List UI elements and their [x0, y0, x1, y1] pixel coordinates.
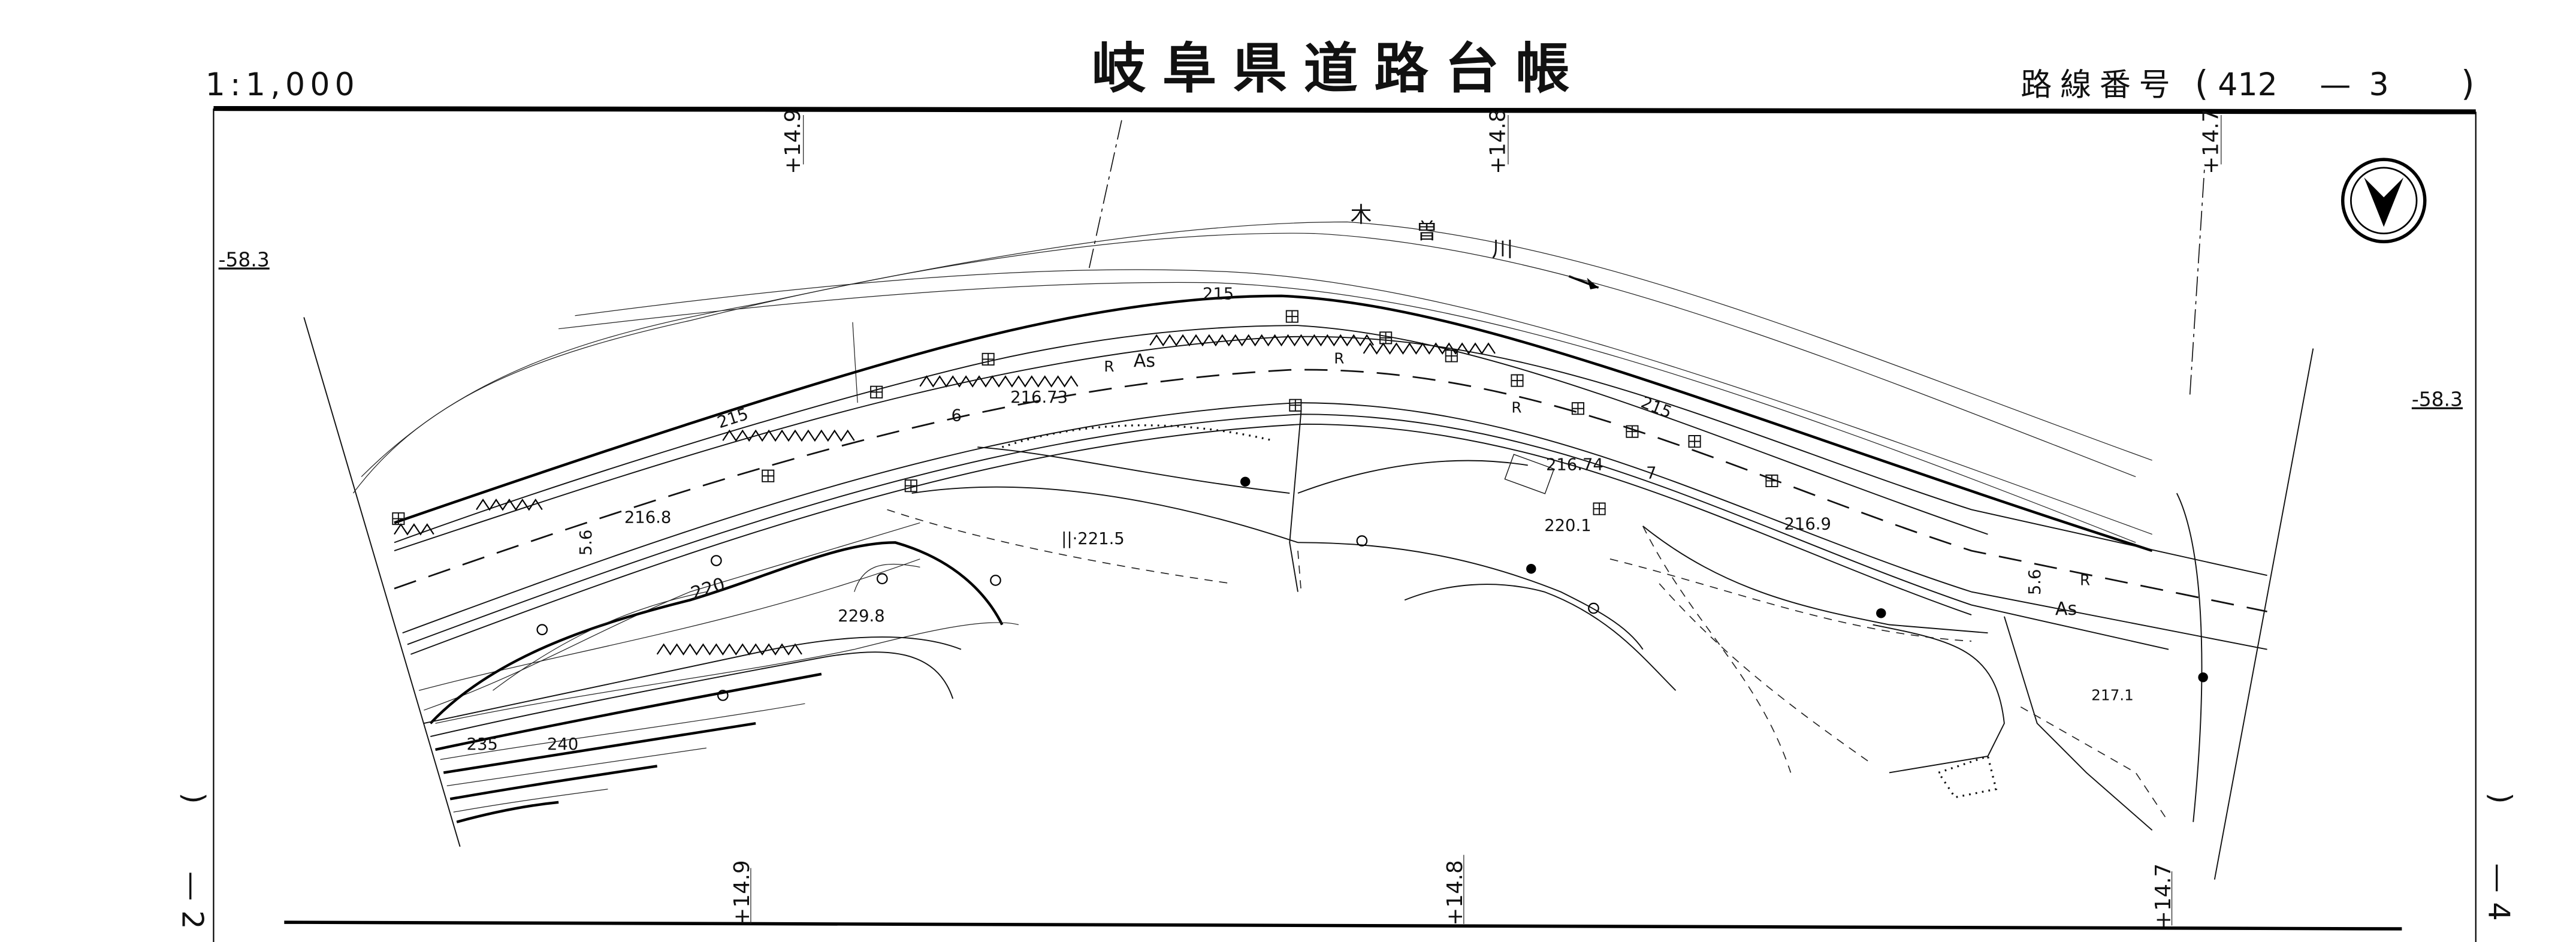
- elevation-216-9: 216.9: [1784, 515, 1831, 533]
- curb-mark-3: R: [1511, 399, 1521, 416]
- left-paren: ): [177, 792, 212, 804]
- elevation-220-1: 220.1: [1544, 517, 1591, 535]
- contour-label-215-top: 215: [1203, 285, 1234, 303]
- contour-label-215-right: 215: [1638, 393, 1674, 422]
- elevation-216-8: 216.8: [624, 508, 671, 527]
- shoulder-width-right: 5.6: [2026, 569, 2045, 596]
- station-bottom-14-8: +14.8: [1443, 860, 1467, 925]
- curb-mark-4: R: [2080, 572, 2090, 589]
- road-width-6: 6: [951, 406, 961, 425]
- road-surface-asphalt-1: As: [1134, 351, 1155, 372]
- building-symbols: [392, 310, 1778, 526]
- right-sheet-number: — 4: [2482, 863, 2517, 920]
- road-width-7: 7: [1646, 464, 1656, 482]
- road-surface-asphalt-2: As: [2055, 599, 2077, 620]
- elevation-217-1: 217.1: [2091, 687, 2134, 704]
- contour-label-235: 235: [467, 735, 498, 754]
- road-carriageway: [394, 336, 2267, 655]
- lower-contours: [418, 522, 1019, 823]
- flow-direction-arrow-icon: [1568, 275, 1599, 289]
- sheet-frame: [213, 105, 2477, 942]
- contour-label-220: 220: [688, 573, 728, 604]
- route-number-label: 路線番号 ( 412 — 3 ): [2021, 64, 2474, 104]
- route-label: 路線番号: [2021, 67, 2178, 103]
- right-paren: ): [2483, 792, 2518, 804]
- offset-left: -58.3: [219, 247, 270, 271]
- station-top-14-8: +14.8: [1485, 109, 1510, 174]
- route-close-paren: ): [2461, 64, 2474, 104]
- station-top-14-7: +14.7: [2198, 109, 2223, 174]
- curb-mark-1: R: [1104, 358, 1114, 375]
- upper-contours: [352, 221, 2153, 552]
- route-number: 412: [2218, 67, 2277, 103]
- elevation-216-73: 216.73: [1010, 388, 1068, 407]
- point-markers: [536, 476, 2208, 701]
- scale-label: 1:1,000: [206, 67, 360, 103]
- shoulder-width-left: 5.6: [577, 530, 596, 556]
- sheet-title: 岐阜県道路台帳: [1092, 37, 1586, 100]
- river-name-char-3: 川: [1491, 237, 1513, 262]
- station-bottom-14-9: +14.9: [730, 860, 754, 925]
- curb-mark-2: R: [1334, 349, 1344, 367]
- contour-label-215-left: 215: [715, 405, 750, 433]
- field-parcels: [887, 410, 2203, 831]
- left-sheet-number: — 2: [175, 871, 210, 929]
- contour-label-240: 240: [547, 735, 578, 754]
- north-arrow-icon: [2341, 158, 2427, 244]
- station-bottom-14-7: +14.7: [2151, 864, 2176, 929]
- elevation-221-5: ||·221.5: [1061, 530, 1125, 548]
- sheet-boundaries: [303, 118, 2314, 880]
- elevation-216-74: 216.74: [1546, 456, 1603, 475]
- elevation-229-8: 229.8: [838, 607, 884, 626]
- offset-right: -58.3: [2412, 388, 2463, 411]
- station-top-14-9: +14.9: [781, 109, 805, 174]
- station-lines: [750, 115, 2222, 926]
- route-section: 3: [2369, 67, 2389, 103]
- route-open-paren: (: [2195, 64, 2208, 104]
- route-dash: —: [2320, 67, 2351, 103]
